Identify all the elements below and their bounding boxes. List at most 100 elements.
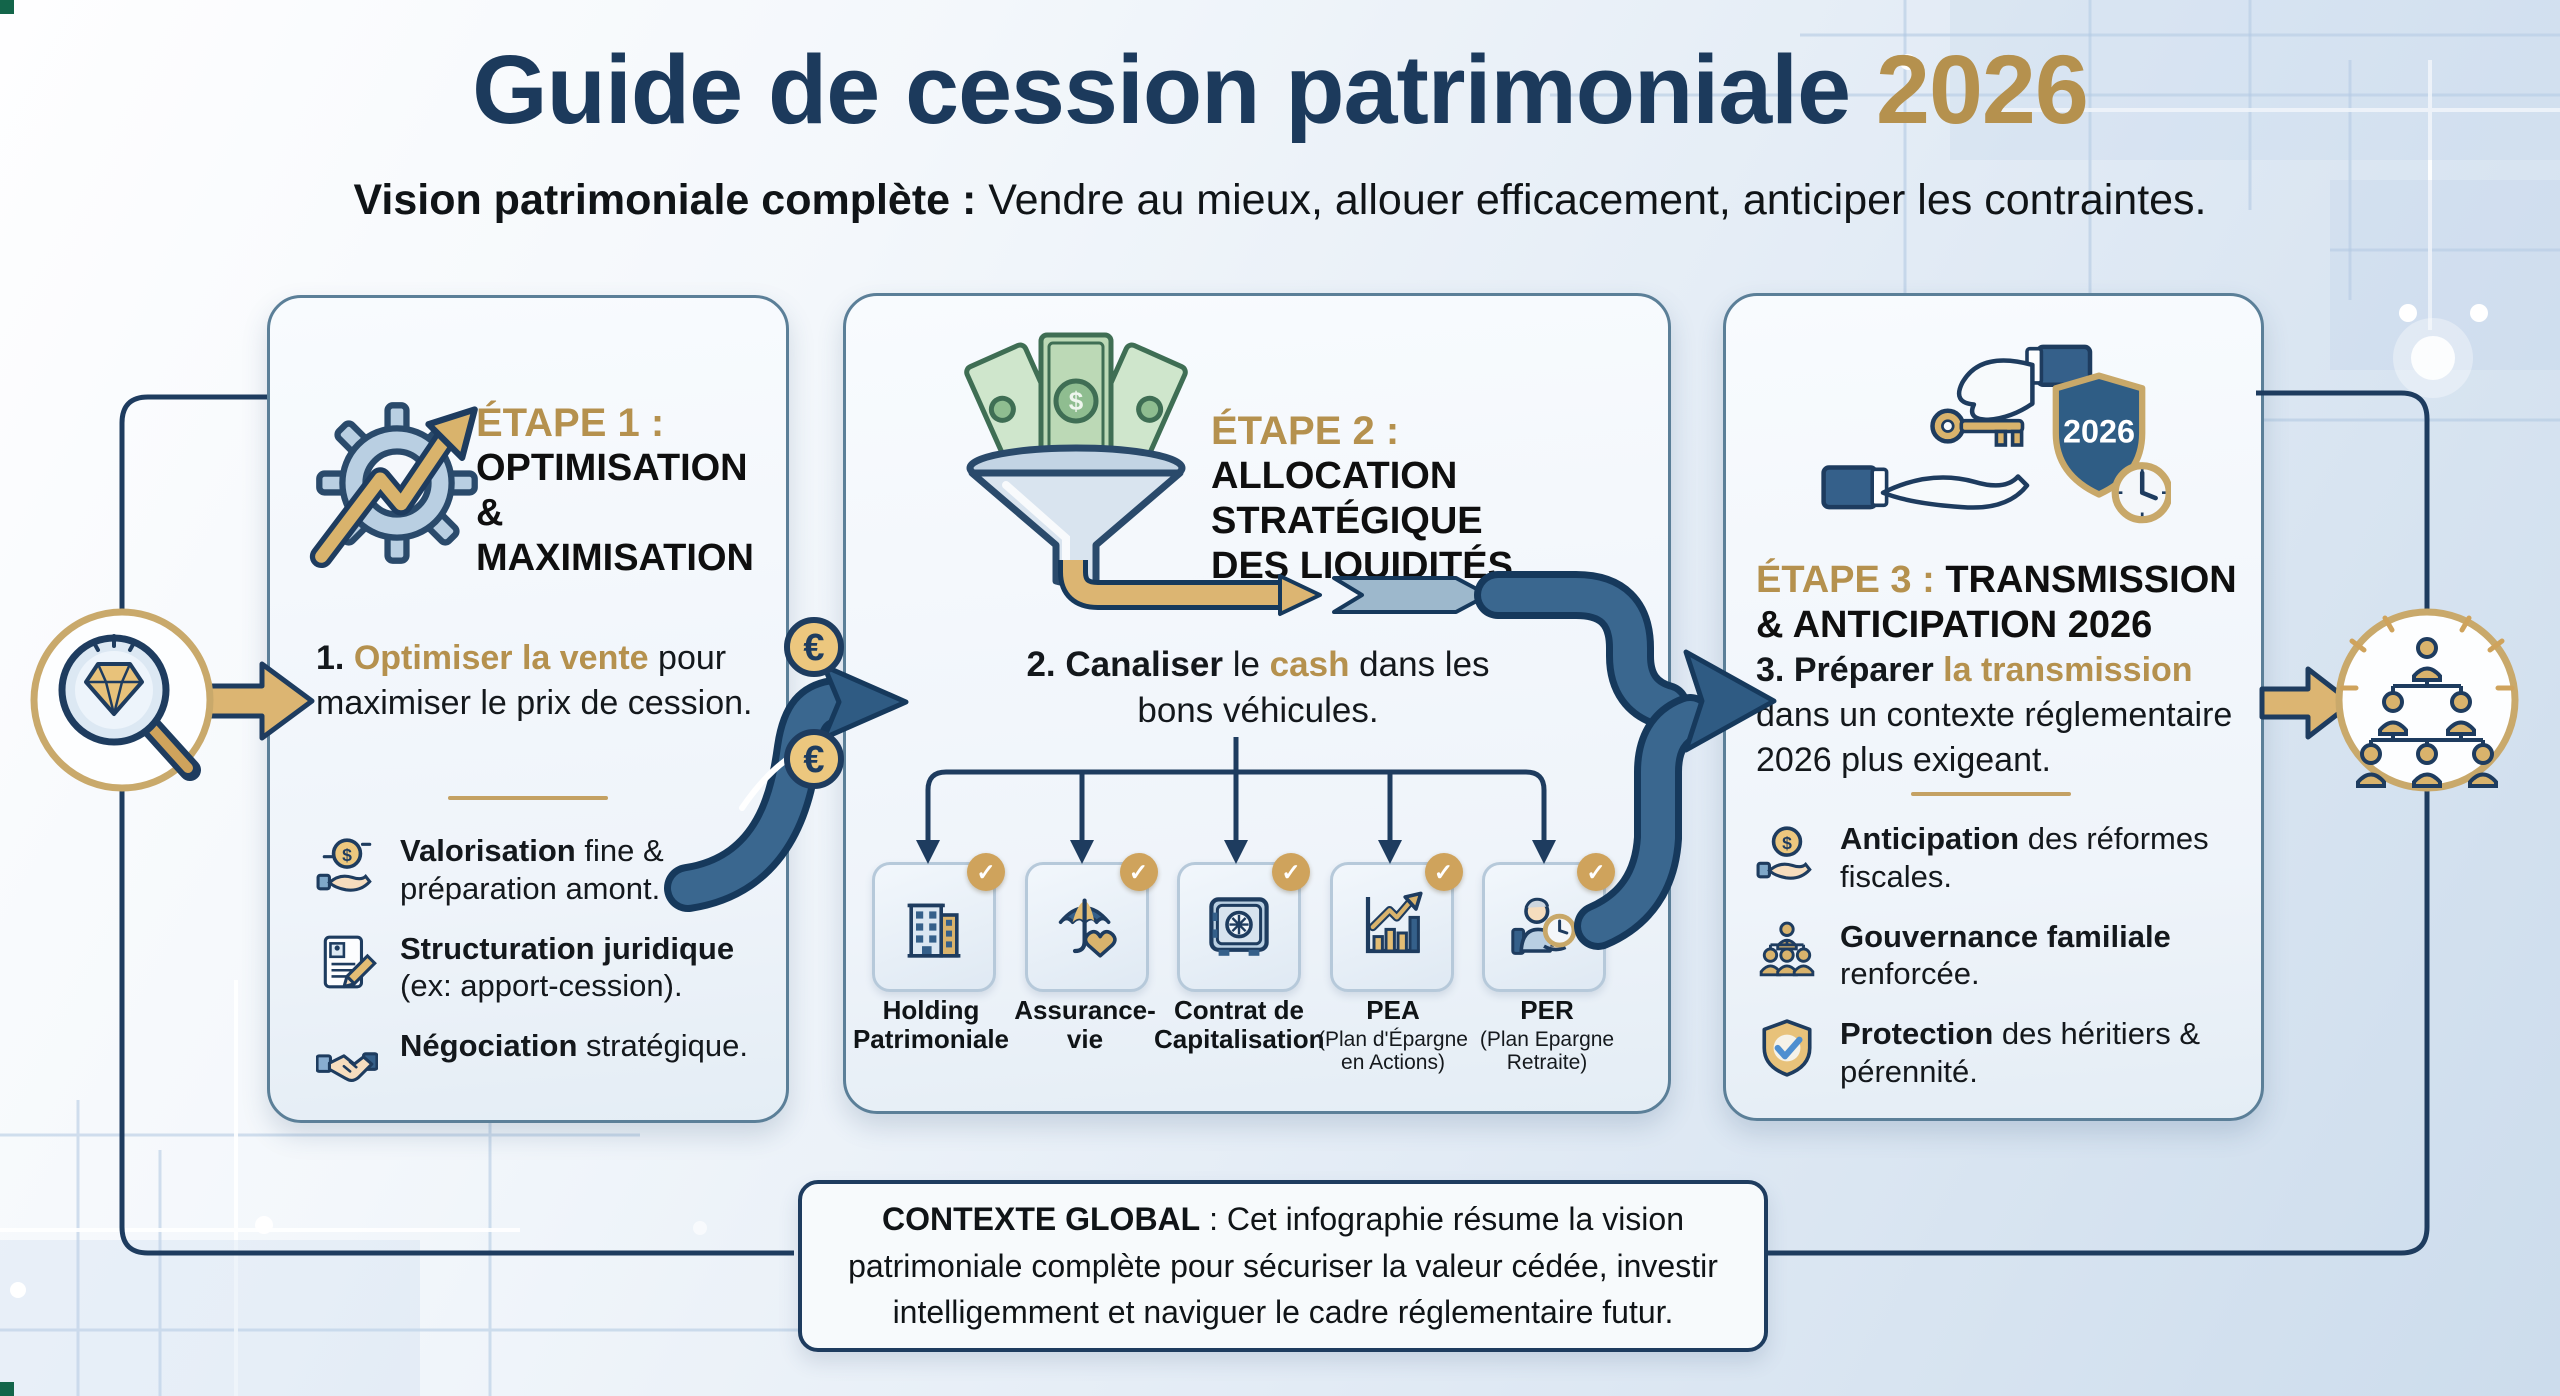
funnel-cash-icon: $ <box>964 332 1188 595</box>
vehicle-label-sub: (Plan d'Épargne en Actions) <box>1318 1028 1468 1075</box>
svg-text:€: € <box>803 627 824 669</box>
step1-bullets: $ Valorisation fine & préparation amont. <box>316 832 756 1113</box>
subtitle-rest: Vendre au mieux, allouer efficacement, a… <box>976 176 2207 224</box>
step3-panel: 2026 ÉTAPE 3 : TRANSMISSION & ANTICIPATI… <box>1723 293 2264 1121</box>
subtitle-bold: Vision patrimoniale complète : <box>353 176 977 224</box>
step3-para-rest: dans un contexte réglementaire 2026 plus… <box>1756 695 2233 779</box>
step1-title-line1: OPTIMISATION & <box>476 447 748 534</box>
step3-paragraph: 3. Préparer la transmission dans un cont… <box>1756 648 2248 783</box>
page-title: Guide de cession patrimoniale 2026 <box>0 22 2560 158</box>
shield-check-icon <box>1762 1019 1812 1077</box>
context-bold: CONTEXTE GLOBAL <box>881 1201 1201 1238</box>
step1-bullet3-bold: Négociation <box>400 1028 578 1064</box>
step3-para-num: 3. <box>1756 651 1794 689</box>
page-title-main: Guide de cession patrimoniale <box>472 35 1877 144</box>
vehicle-label-per: PER (Plan Epargne Retraite) <box>1462 995 1632 1075</box>
step3-bullet2-rest: renforcée. <box>1840 956 1980 992</box>
umbrella-heart-icon <box>1058 898 1117 958</box>
step1-paragraph: 1. Optimiser la vente pour maximiser le … <box>316 636 768 726</box>
vehicle-label-main: Holding Patrimoniale <box>852 995 1010 1055</box>
step1-bullet3-rest: stratégique. <box>577 1028 749 1064</box>
step2-title-line3: DES LIQUIDITÉS <box>1211 544 1513 587</box>
step1-bullet-valorisation: $ Valorisation fine & préparation amont. <box>316 832 756 908</box>
step3-bullet2-bold: Gouvernance familiale <box>1840 918 2171 954</box>
vehicle-card-contrat-capitalisation: ✓ <box>1177 853 1310 992</box>
svg-text:$: $ <box>1069 386 1084 416</box>
vehicle-label-pea: PEA (Plan d'Épargne en Actions) <box>1308 995 1478 1075</box>
step2-paragraph: 2. Canaliser le cash dans les bons véhic… <box>1003 642 1513 734</box>
vehicle-label-main: PER <box>1520 995 1574 1025</box>
step3-bullet2-text: Gouvernance familiale renforcée. <box>1840 918 2236 994</box>
step1-bullet-structuration: Structuration juridique (ex: apport-cess… <box>316 930 756 1006</box>
euro-coin-top: € <box>784 617 844 677</box>
step3-bullet3-text: Protection des héritiers & pérennité. <box>1840 1015 2236 1091</box>
step2-para-highlight: cash <box>1269 645 1350 684</box>
svg-text:2026: 2026 <box>2063 413 2135 449</box>
step2-para-bold: Canaliser <box>1065 645 1223 684</box>
family-heritage-circle <box>2335 608 2519 792</box>
step1-bullet1-bold: Valorisation <box>400 833 576 868</box>
check-badge: ✓ <box>1577 853 1615 891</box>
step3-bullet-gouvernance: Gouvernance familiale renforcée. <box>1756 918 2236 994</box>
check-badge: ✓ <box>1272 853 1310 891</box>
vault-icon <box>1209 897 1269 956</box>
vehicle-label-contrat: Contrat de Capitalisation <box>1154 995 1324 1057</box>
corner-mark-bottom-left <box>0 1382 14 1396</box>
step3-bullets: $ Anticipation des réformes fiscales. Go… <box>1756 820 2236 1113</box>
coin-hand-icon: $ <box>1756 826 1812 880</box>
vehicle-card-pea: ✓ <box>1329 853 1463 992</box>
svg-text:€: € <box>803 739 824 781</box>
step3-etape-label: ÉTAPE 3 : <box>1756 559 1946 601</box>
magnifier-diamond-icon <box>58 634 201 781</box>
context-global-box: CONTEXTE GLOBAL : Cet infographie résume… <box>798 1180 1768 1352</box>
step3-header: ÉTAPE 3 : TRANSMISSION & ANTICIPATION 20… <box>1756 558 2242 648</box>
diamond-valuation-circle <box>30 608 214 792</box>
step3-para-highlight: la transmission <box>1943 651 2193 689</box>
step3-para-bold: Préparer <box>1793 651 1944 689</box>
step3-bullet-protection: Protection des héritiers & pérennité. <box>1756 1015 2236 1091</box>
step1-header: ÉTAPE 1 : OPTIMISATION & MAXIMISATION <box>476 400 776 580</box>
gear-growth-icon <box>309 402 478 569</box>
family-tree-icon <box>2339 615 2515 788</box>
family-tree-icon <box>1759 921 1815 976</box>
step2-title-line2: STRATÉGIQUE <box>1211 499 1483 542</box>
step2-etape-label: ÉTAPE 2 : <box>1211 409 1400 453</box>
step1-bullet2-bold: Structuration juridique <box>400 930 735 966</box>
step1-etape-label: ÉTAPE 1 : <box>476 401 665 445</box>
step2-title-line1: ALLOCATION <box>1211 455 1458 497</box>
vehicle-label-assurance-vie: Assurance-vie <box>1000 995 1170 1057</box>
step1-bullet3-text: Négociation stratégique. <box>400 1027 748 1065</box>
step1-bullet2-rest: (ex: apport-cession). <box>400 968 683 1004</box>
step2-para-num: 2. <box>1026 645 1066 684</box>
chart-growth-icon <box>1365 891 1423 954</box>
svg-text:$: $ <box>1782 833 1792 853</box>
vehicle-label-holding: Holding Patrimoniale <box>846 995 1016 1057</box>
key-handover-shield-icon: 2026 <box>1821 344 2171 524</box>
document-pencil-icon <box>323 935 377 988</box>
step3-bullet1-bold: Anticipation <box>1840 821 2020 856</box>
step1-bullet2-text: Structuration juridique (ex: apport-cess… <box>400 930 756 1006</box>
step3-bullet-anticipation: $ Anticipation des réformes fiscales. <box>1756 820 2236 896</box>
handshake-icon <box>316 1052 378 1083</box>
vehicle-label-sub: (Plan Epargne Retraite) <box>1479 1028 1615 1075</box>
check-badge: ✓ <box>1424 853 1463 891</box>
step1-para-highlight: Optimiser la vente <box>353 639 649 677</box>
step2-panel: $ ÉTAPE 2 : ALLOCATION STRATÉGIQUE DES L… <box>843 293 1671 1114</box>
step1-para-num: 1. <box>316 639 354 677</box>
check-badge: ✓ <box>1119 853 1158 891</box>
step1-title-line2: MAXIMISATION <box>476 536 754 579</box>
vehicle-label-main: Assurance-vie <box>1014 995 1156 1055</box>
vehicle-card-assurance-vie: ✓ <box>1024 853 1158 992</box>
step1-divider <box>448 796 608 800</box>
arrow-into-family-circle <box>2259 666 2355 740</box>
vehicle-card-holding: ✓ <box>872 853 1005 992</box>
step3-bullet1-text: Anticipation des réformes fiscales. <box>1840 820 2236 896</box>
step3-bullet3-bold: Protection <box>1840 1016 1994 1052</box>
svg-text:$: $ <box>342 845 352 865</box>
step2-header: ÉTAPE 2 : ALLOCATION STRATÉGIQUE DES LIQ… <box>1211 408 1651 588</box>
vehicle-card-per: ✓ <box>1482 853 1615 992</box>
vehicle-label-main: PEA <box>1366 995 1420 1025</box>
step1-bullet1-text: Valorisation fine & préparation amont. <box>400 832 756 908</box>
corner-mark-top-left <box>0 0 14 14</box>
